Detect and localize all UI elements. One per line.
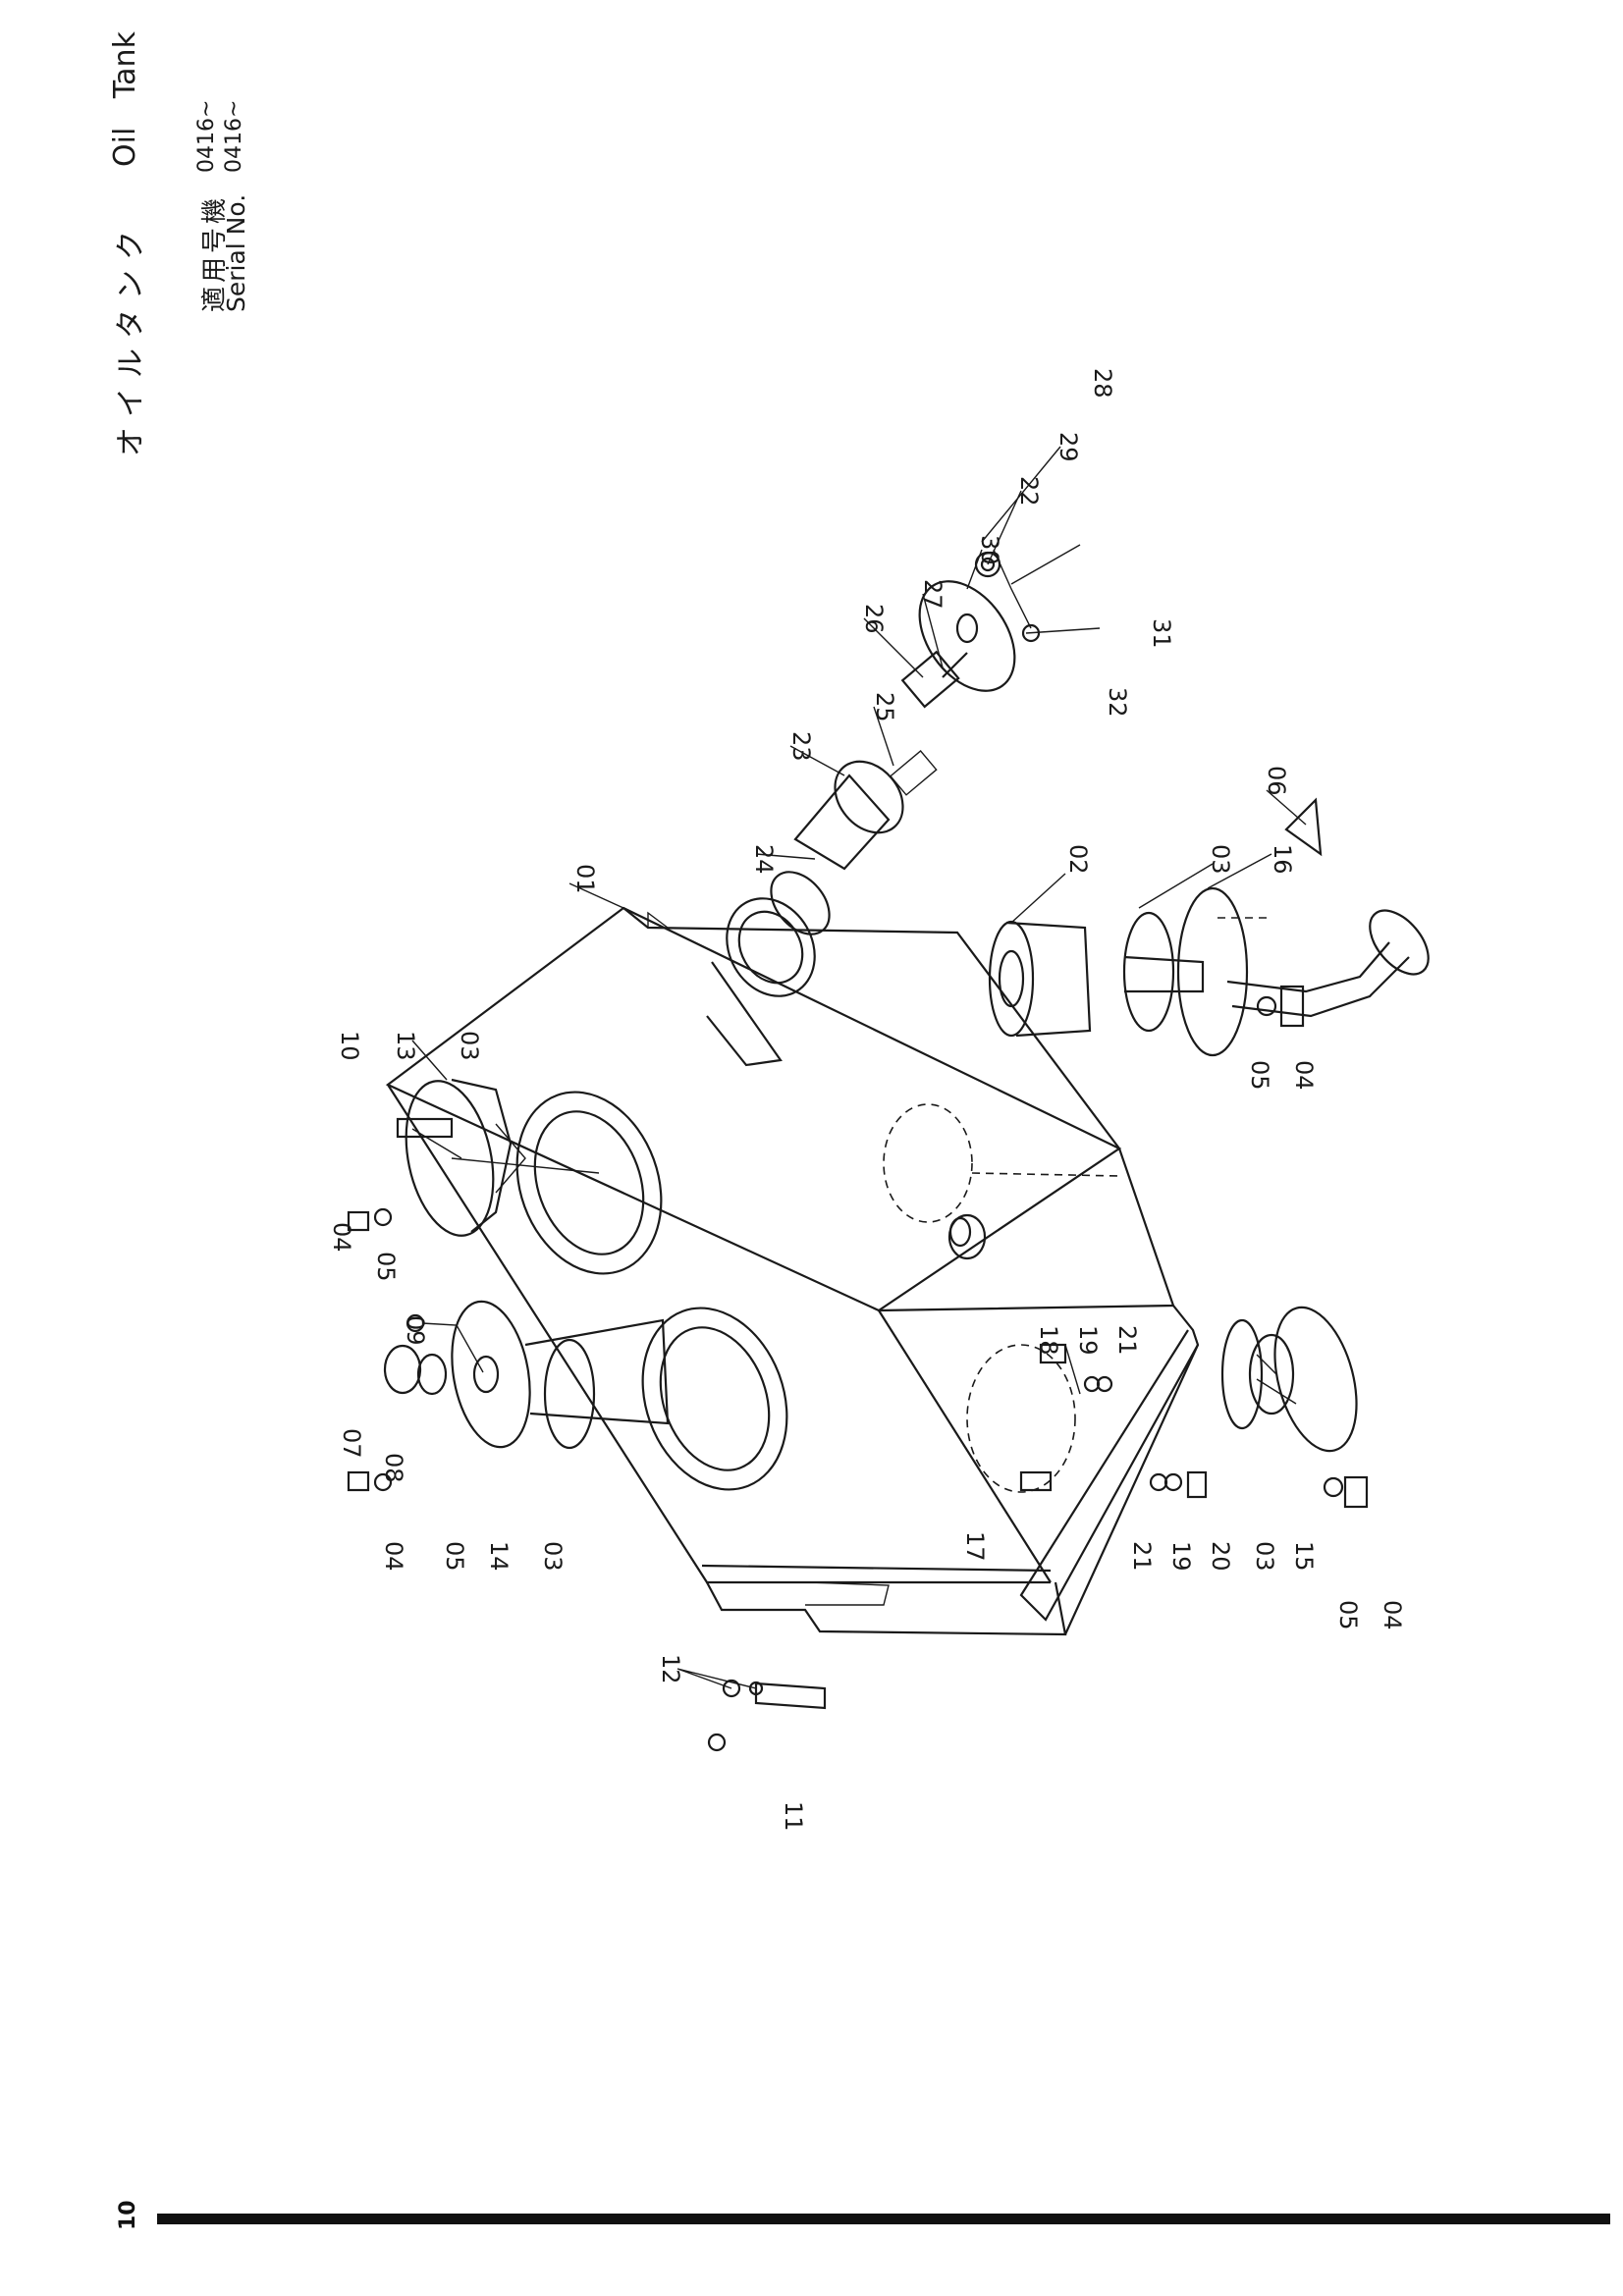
label-24: 24 <box>750 844 778 875</box>
label-14: 14 <box>485 1541 513 1572</box>
label-03b: 03 <box>456 1031 483 1061</box>
label-25: 25 <box>871 692 898 722</box>
suction-strainer-02 <box>988 886 1430 1057</box>
label-01: 01 <box>571 864 599 894</box>
label-05a: 05 <box>372 1252 400 1282</box>
part-labels: 01 02 03 16 06 24 23 25 26 27 30 22 29 2… <box>328 368 1406 1832</box>
label-29: 29 <box>1055 432 1082 462</box>
label-27: 27 <box>919 579 947 610</box>
label-23: 23 <box>787 731 815 762</box>
label-22: 22 <box>1015 476 1043 507</box>
label-18: 18 <box>1035 1325 1062 1356</box>
label-19b: 19 <box>1167 1541 1195 1572</box>
label-26: 26 <box>860 604 888 634</box>
label-07: 07 <box>338 1428 365 1459</box>
label-05b: 05 <box>441 1541 468 1572</box>
label-03c: 03 <box>539 1541 567 1572</box>
label-09: 09 <box>402 1315 429 1346</box>
label-31: 31 <box>1148 618 1175 649</box>
label-02: 02 <box>1064 844 1092 875</box>
label-32: 32 <box>1104 687 1131 718</box>
label-21b: 21 <box>1128 1541 1156 1572</box>
label-17: 17 <box>961 1531 989 1562</box>
page-number: 10 <box>116 2200 140 2230</box>
label-04b: 04 <box>380 1541 407 1572</box>
label-11: 11 <box>780 1801 807 1832</box>
label-03a: 03 <box>1207 844 1234 875</box>
label-08: 08 <box>380 1453 407 1483</box>
label-30: 30 <box>976 535 1003 565</box>
cover-13 <box>405 1078 600 1237</box>
label-12: 12 <box>657 1654 684 1684</box>
drain-plate-15 <box>1220 1306 1358 1453</box>
label-05c: 05 <box>1334 1600 1362 1630</box>
return-filter-23 <box>770 549 1041 935</box>
label-21a: 21 <box>1113 1325 1141 1356</box>
label-20: 20 <box>1207 1541 1234 1572</box>
label-28: 28 <box>1089 368 1116 399</box>
label-10: 10 <box>336 1031 363 1061</box>
label-13: 13 <box>392 1031 419 1061</box>
label-16: 16 <box>1269 844 1296 875</box>
label-03d: 03 <box>1251 1541 1278 1572</box>
label-05d: 05 <box>1246 1060 1273 1091</box>
label-06: 06 <box>1263 766 1290 796</box>
label-04d: 04 <box>1290 1060 1318 1091</box>
label-04c: 04 <box>1379 1600 1406 1630</box>
tank-body <box>385 897 1200 1636</box>
label-19a: 19 <box>1074 1325 1102 1356</box>
small-fittings <box>347 797 1369 1752</box>
filler-assembly-14 <box>383 1300 670 1450</box>
bottom-rule <box>157 2214 1610 2224</box>
label-15: 15 <box>1290 1541 1318 1572</box>
label-04a: 04 <box>328 1222 355 1253</box>
leader-lines <box>411 446 1307 1405</box>
